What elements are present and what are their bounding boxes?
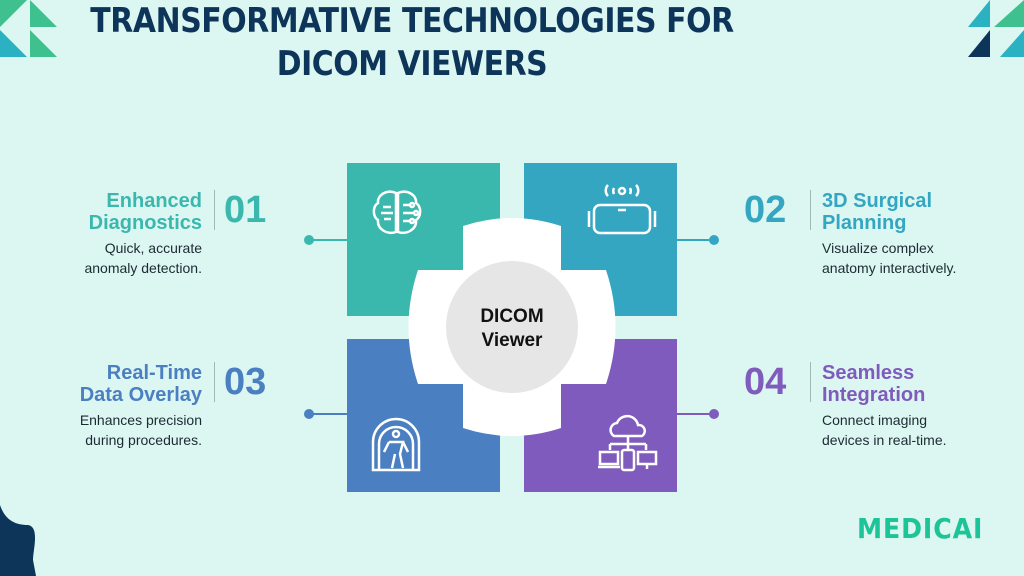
brand-logo: MEDICAI [857,512,984,545]
mri-scanner-icon [371,417,421,472]
connector-dot-01 [304,235,314,245]
divider [810,362,811,402]
divider [810,190,811,230]
connector-dot-02 [709,235,719,245]
corner-decoration-top-right [968,0,1024,57]
cloud-devices-icon [598,414,658,472]
connector-03 [309,413,347,415]
connector-04 [676,413,714,415]
feature-number-02: 02 [744,189,787,231]
page-title: TRANSFORMATIVE TECHNOLOGIES FOR DICOM VI… [90,1,734,84]
feature-number-04: 04 [744,361,787,403]
feature-number-01: 01 [224,189,267,231]
corner-decoration-top-left [0,0,57,57]
center-label: DICOM Viewer [443,305,581,353]
center-hub-shape [408,218,616,436]
center-label-line2: Viewer [481,330,543,351]
feature-number-03: 03 [224,361,267,403]
vr-headset-icon [587,184,657,235]
divider [214,190,215,230]
corner-blob-bottom-left [0,505,36,576]
connector-01 [309,239,347,241]
brain-circuit-icon [372,190,422,234]
connector-dot-04 [709,409,719,419]
connector-02 [676,239,714,241]
center-label-line1: DICOM [480,306,544,327]
divider [214,362,215,402]
connector-dot-03 [304,409,314,419]
